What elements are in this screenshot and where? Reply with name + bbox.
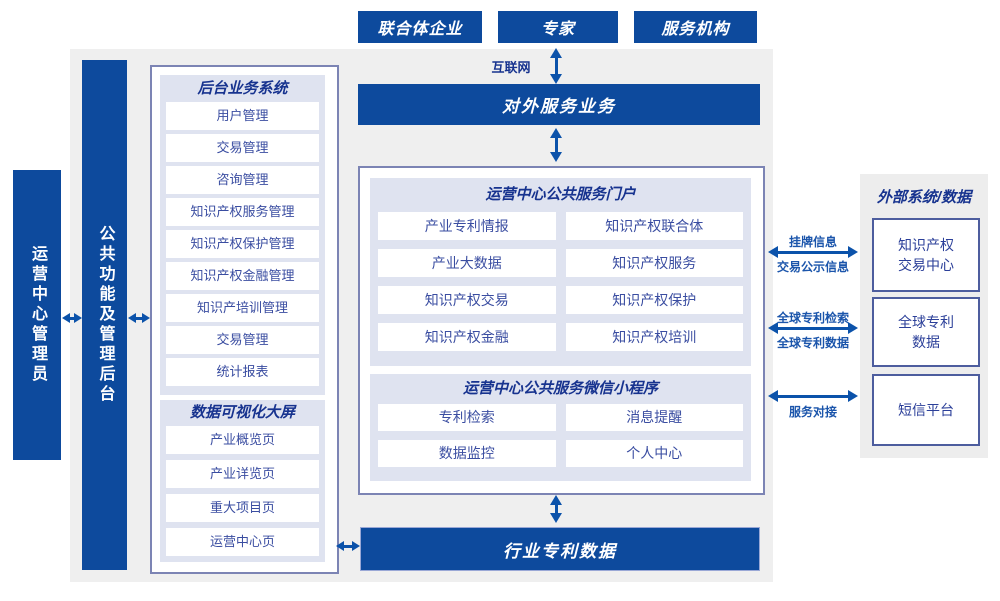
backoffice-item: 交易管理 xyxy=(166,326,319,354)
portal-item: 知识产权金融 xyxy=(378,323,556,351)
admin-backend-arrow xyxy=(62,313,82,323)
external-system-global-patent-data: 全球专利 数据 xyxy=(872,297,980,367)
portal-container: 运营中心公共服务门户 产业专利情报 知识产权联合体 产业大数据 知识产权服务 知… xyxy=(358,166,765,495)
link-label-listing-info: 挂牌信息 xyxy=(788,235,837,249)
portal-item: 产业专利情报 xyxy=(378,212,556,240)
portal-title: 运营中心公共服务门户 xyxy=(485,186,636,203)
backoffice-item: 知识产权金融管理 xyxy=(166,262,319,290)
ext-box-line: 全球专利 xyxy=(898,314,954,330)
dashboard-item: 运营中心页 xyxy=(166,528,319,556)
external-system-sms-platform: 短信平台 xyxy=(872,374,980,446)
backoffice-item: 知识产权服务管理 xyxy=(166,198,319,226)
backend-functions-bar: 公共功能及管理后台 xyxy=(82,60,127,570)
external-service-bar: 对外服务业务 xyxy=(358,84,760,125)
portal-item: 知识产权交易 xyxy=(378,286,556,314)
backoffice-item: 交易管理 xyxy=(166,134,319,162)
portal-industry-arrow xyxy=(550,495,562,523)
backoffice-panel: 后台业务系统 用户管理 交易管理 咨询管理 知识产权服务管理 知识产权保护管理 … xyxy=(160,75,325,395)
miniprogram-item: 消息提醒 xyxy=(565,404,743,431)
miniprogram-panel: 运营中心公共服务微信小程序 专利检索 消息提醒 数据监控 个人中心 xyxy=(370,374,751,481)
miniprogram-item: 数据监控 xyxy=(378,440,556,467)
ext-box-line: 数据 xyxy=(912,334,940,350)
internet-label: 互联网 xyxy=(491,60,531,75)
backoffice-container: 后台业务系统 用户管理 交易管理 咨询管理 知识产权服务管理 知识产权保护管理 … xyxy=(150,65,339,574)
miniprogram-title: 运营中心公共服务微信小程序 xyxy=(462,380,658,397)
external-system-ip-trade-center: 知识产权 交易中心 xyxy=(872,218,980,292)
backoffice-item: 统计报表 xyxy=(166,358,319,386)
backoffice-item: 咨询管理 xyxy=(166,166,319,194)
link-label-global-patent-data: 全球专利数据 xyxy=(776,336,849,350)
backend-backoffice-arrow xyxy=(128,313,150,323)
ext-box-line: 短信平台 xyxy=(898,402,954,418)
link-label-trade-publicity: 交易公示信息 xyxy=(776,260,849,274)
dashboard-panel: 数据可视化大屏 产业概览页 产业详览页 重大项目页 运营中心页 xyxy=(160,400,325,562)
ext-box-line: 知识产权 xyxy=(898,237,954,253)
service-portal-arrow xyxy=(550,128,562,162)
backoffice-item: 知识产培训管理 xyxy=(166,294,319,322)
admin-role-label: 运营中心管理员 xyxy=(29,245,46,385)
portal-panel: 运营中心公共服务门户 产业专利情报 知识产权联合体 产业大数据 知识产权服务 知… xyxy=(370,178,751,366)
actor-expert: 专家 xyxy=(498,11,618,43)
backend-functions-label: 公共功能及管理后台 xyxy=(96,225,114,405)
portal-item: 知识产权培训 xyxy=(565,323,743,351)
miniprogram-item: 专利检索 xyxy=(378,404,556,431)
dashboard-industry-arrow xyxy=(336,541,360,551)
link-arrow-trade-center xyxy=(768,246,858,258)
admin-role-box: 运营中心管理员 xyxy=(13,170,61,460)
industry-data-bar: 行业专利数据 xyxy=(360,527,760,571)
internet-arrow xyxy=(550,48,562,84)
external-systems-title: 外部系统/数据 xyxy=(876,189,972,206)
portal-item: 知识产权保护 xyxy=(565,286,743,314)
actor-service-agency: 服务机构 xyxy=(634,11,757,43)
ext-box-line: 交易中心 xyxy=(898,257,954,273)
portal-item: 产业大数据 xyxy=(378,249,556,277)
portal-item: 知识产权联合体 xyxy=(565,212,743,240)
dashboard-item: 产业概览页 xyxy=(166,426,319,454)
link-label-service-docking: 服务对接 xyxy=(788,405,837,419)
portal-item: 知识产权服务 xyxy=(565,249,743,277)
backoffice-item: 用户管理 xyxy=(166,102,319,130)
backoffice-title: 后台业务系统 xyxy=(197,80,288,97)
actor-consortium-enterprise: 联合体企业 xyxy=(358,11,482,43)
miniprogram-item: 个人中心 xyxy=(565,440,743,467)
dashboard-item: 产业详览页 xyxy=(166,460,319,488)
dashboard-title: 数据可视化大屏 xyxy=(189,404,295,421)
link-label-global-patent-search: 全球专利检索 xyxy=(776,311,849,325)
link-arrow-sms xyxy=(768,390,858,402)
dashboard-item: 重大项目页 xyxy=(166,494,319,522)
backoffice-item: 知识产权保护管理 xyxy=(166,230,319,258)
link-arrow-global-patent xyxy=(768,322,858,334)
